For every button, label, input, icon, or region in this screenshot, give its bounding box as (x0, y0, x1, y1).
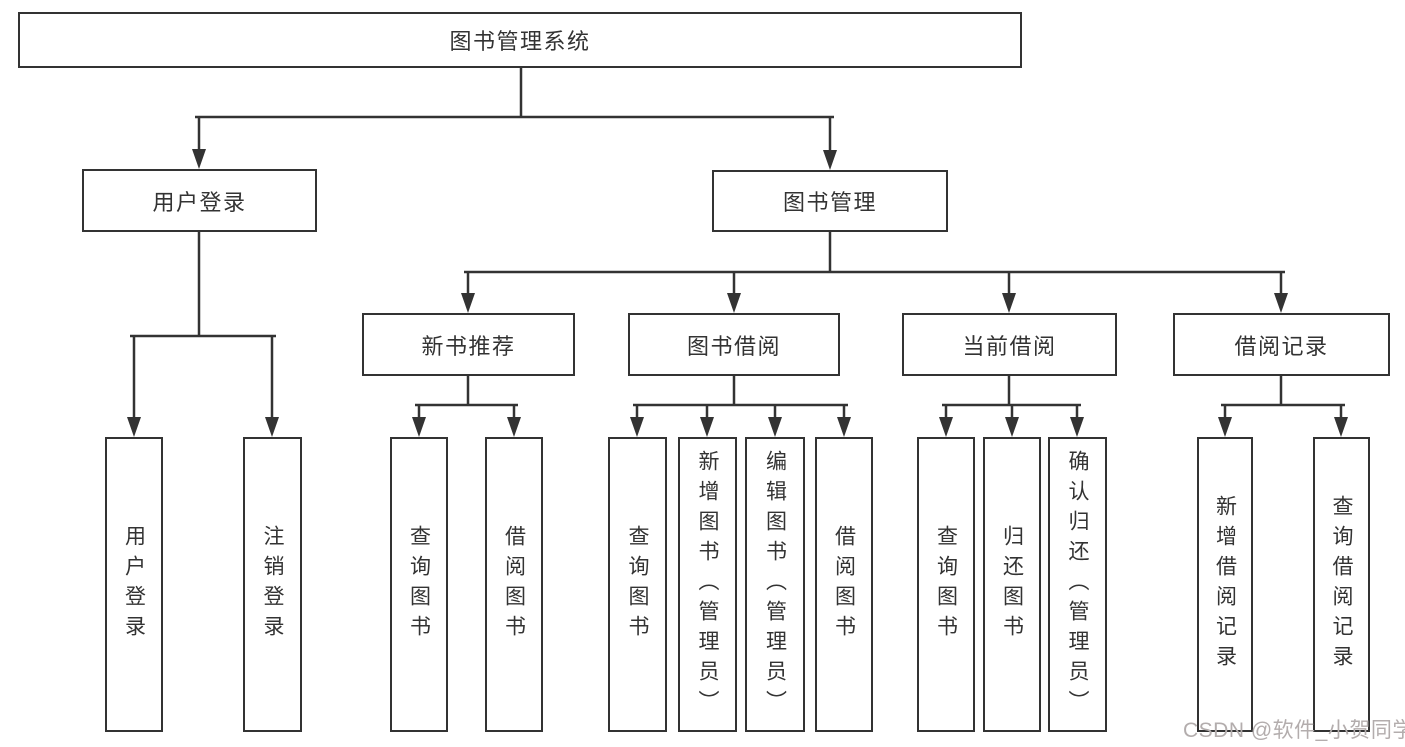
csdn-watermark: CSDN @软件_小贺同学 (1183, 719, 1405, 742)
leaf-edit-book-admin: 编辑图书（管理员） (745, 437, 805, 732)
leaf-add-book-admin-label: 新增图书（管理员） (696, 449, 719, 720)
leaf-query-books-3: 查询图书 (917, 437, 975, 732)
arrow-down-icon (823, 150, 837, 170)
arrow-down-icon (265, 417, 279, 437)
node-current-borrow-label: 当前借阅 (962, 333, 1057, 359)
connector-root-to-level2 (192, 68, 837, 170)
arrow-down-icon (1070, 417, 1084, 437)
arrow-down-icon (192, 149, 206, 169)
node-book-borrow-label: 图书借阅 (686, 333, 781, 359)
node-book-management-label: 图书管理 (782, 190, 877, 215)
connector-user-login-to-leaves (127, 232, 279, 437)
leaf-query-books-1: 查询图书 (390, 437, 448, 732)
arrow-down-icon (1218, 417, 1232, 437)
node-user-login-label: 用户登录 (152, 189, 247, 215)
leaf-borrow-books-2: 借阅图书 (815, 437, 873, 732)
arrow-down-icon (768, 417, 782, 437)
leaf-confirm-return-admin-label: 确认归还（管理员） (1066, 449, 1089, 720)
leaf-return-books-label: 归还图书 (1000, 524, 1024, 645)
leaf-query-borrow-record: 查询借阅记录 (1313, 437, 1370, 732)
arrow-down-icon (461, 293, 475, 313)
leaf-add-borrow-record: 新增借阅记录 (1197, 437, 1253, 732)
connector-book-borrow-to-leaves (630, 376, 851, 437)
leaf-add-borrow-record-label: 新增借阅记录 (1213, 494, 1237, 675)
arrow-down-icon (1002, 293, 1016, 313)
arrow-down-icon (939, 417, 953, 437)
node-root-system-label: 图书管理系统 (449, 29, 591, 54)
leaf-confirm-return-admin: 确认归还（管理员） (1048, 437, 1107, 732)
arrow-down-icon (630, 417, 644, 437)
node-book-borrow: 图书借阅 (628, 313, 840, 376)
leaf-query-borrow-record-label: 查询借阅记录 (1330, 494, 1353, 675)
leaf-query-books-2-label: 查询图书 (626, 524, 649, 645)
leaf-query-books-3-label: 查询图书 (934, 524, 958, 645)
node-current-borrow: 当前借阅 (902, 313, 1117, 376)
connector-borrow-record-to-leaves (1218, 376, 1348, 437)
node-root-system: 图书管理系统 (18, 12, 1022, 68)
leaf-user-login: 用户登录 (105, 437, 163, 732)
node-new-book-recommend: 新书推荐 (362, 313, 575, 376)
leaf-logout-label: 注销登录 (261, 524, 284, 645)
node-borrow-record-label: 借阅记录 (1234, 333, 1329, 359)
leaf-borrow-books-1-label: 借阅图书 (502, 524, 526, 645)
arrow-down-icon (700, 417, 714, 437)
node-book-management: 图书管理 (712, 170, 948, 232)
leaf-add-book-admin: 新增图书（管理员） (678, 437, 737, 732)
leaf-logout: 注销登录 (243, 437, 302, 732)
node-borrow-record: 借阅记录 (1173, 313, 1390, 376)
leaf-borrow-books-2-label: 借阅图书 (832, 524, 856, 645)
arrow-down-icon (412, 417, 426, 437)
node-user-login: 用户登录 (82, 169, 317, 232)
arrow-down-icon (127, 417, 141, 437)
arrow-down-icon (1334, 417, 1348, 437)
arrow-down-icon (1274, 293, 1288, 313)
leaf-edit-book-admin-label: 编辑图书（管理员） (763, 449, 787, 720)
node-new-book-recommend-label: 新书推荐 (421, 333, 516, 359)
arrow-down-icon (1005, 417, 1019, 437)
connector-book-mgmt-to-level3 (461, 232, 1288, 313)
connector-current-borrow-to-leaves (939, 376, 1084, 437)
arrow-down-icon (507, 417, 521, 437)
leaf-borrow-books-1: 借阅图书 (485, 437, 543, 732)
leaf-query-books-1-label: 查询图书 (407, 524, 431, 645)
arrow-down-icon (727, 293, 741, 313)
leaf-user-login-label: 用户登录 (122, 524, 146, 645)
arrow-down-icon (837, 417, 851, 437)
leaf-return-books: 归还图书 (983, 437, 1041, 732)
connector-new-book-to-leaves (412, 376, 521, 437)
leaf-query-books-2: 查询图书 (608, 437, 667, 732)
